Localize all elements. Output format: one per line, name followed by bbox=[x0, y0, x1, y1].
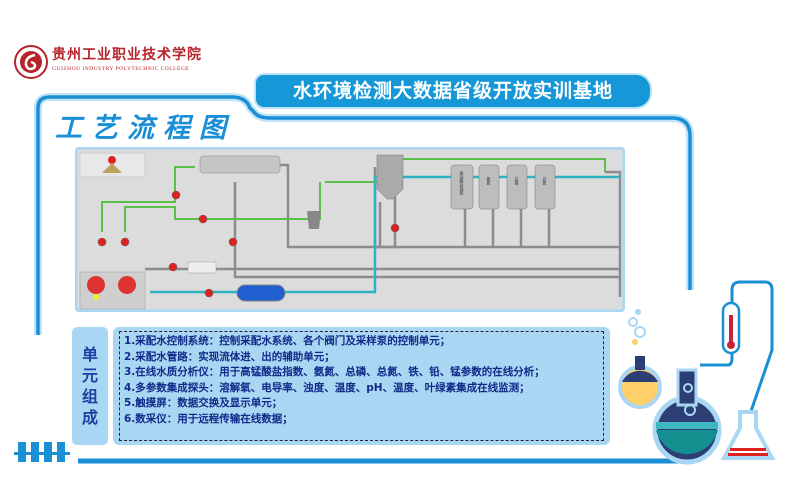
label-char: 成 bbox=[81, 408, 98, 427]
label-char: 组 bbox=[81, 387, 98, 406]
analyzer-labels: 高锰酸盐指数 氨氮 总磷 总氮 bbox=[460, 170, 548, 196]
test-tube-rack-icon bbox=[14, 442, 70, 462]
tank bbox=[199, 155, 281, 174]
svg-text:高锰酸盐指数: 高锰酸盐指数 bbox=[460, 170, 465, 196]
erlenmeyer-flask-icon bbox=[720, 410, 776, 460]
unit-item: 3.在线水质分析仪：用于高锰酸盐指数、氨氮、总磷、总氮、铁、铅、锰参数的在线分析… bbox=[124, 366, 545, 378]
analyzer-boxes bbox=[450, 164, 556, 210]
college-name-cn: 贵州工业职业技术学院 bbox=[52, 47, 202, 63]
pump-icon bbox=[87, 276, 105, 294]
banner-title: 水环境检测大数据省级开放实训基地 bbox=[256, 75, 650, 107]
settling-tank bbox=[376, 154, 404, 200]
label-char: 元 bbox=[81, 366, 98, 385]
unit-item: 6.数采仪：用于远程传输在线数据； bbox=[124, 412, 293, 425]
pump-icon bbox=[118, 276, 136, 294]
svg-text:总氮: 总氮 bbox=[543, 176, 548, 186]
unit-composition-label: 单 元 组 成 bbox=[72, 327, 108, 445]
unit-item: 4.多参数集成探头：溶解氧、电导率、浊度、温度、pH、温度、叶绿素集成在线监测； bbox=[124, 381, 530, 394]
lab-glassware-illustration bbox=[618, 280, 776, 465]
svg-text:总磷: 总磷 bbox=[515, 176, 520, 186]
thermometer-icon bbox=[721, 301, 741, 355]
label-char: 单 bbox=[81, 345, 98, 364]
round-flask-large-icon bbox=[652, 368, 722, 465]
probe-pool bbox=[236, 284, 286, 302]
alarm-light-icon bbox=[102, 156, 122, 173]
college-logo-seal bbox=[14, 45, 48, 79]
college-name-en: GUIZHOU INDUSTRY POLYTECHNIC COLLEGE bbox=[52, 66, 190, 72]
filter-icon bbox=[307, 211, 321, 229]
unit-composition-list: 1.采配水控制系统：控制采配水系统、各个阀门及采样泵的控制单元； 2.采配水管路… bbox=[113, 327, 610, 445]
unit-item: 1.采配水控制系统：控制采配水系统、各个阀门及采样泵的控制单元； bbox=[124, 335, 451, 347]
unit-item: 5.触摸屏：数据交换及显示单元； bbox=[124, 397, 283, 409]
svg-text:氨氮: 氨氮 bbox=[487, 176, 492, 186]
round-flask-small-icon bbox=[618, 309, 662, 409]
unit-item: 2.采配水管路：实现流体进、出的辅助单元； bbox=[124, 350, 335, 363]
process-flow-diagram: 高锰酸盐指数 氨氮 总磷 总氮 bbox=[75, 147, 625, 312]
section-title: 工艺流程图 bbox=[55, 113, 235, 144]
